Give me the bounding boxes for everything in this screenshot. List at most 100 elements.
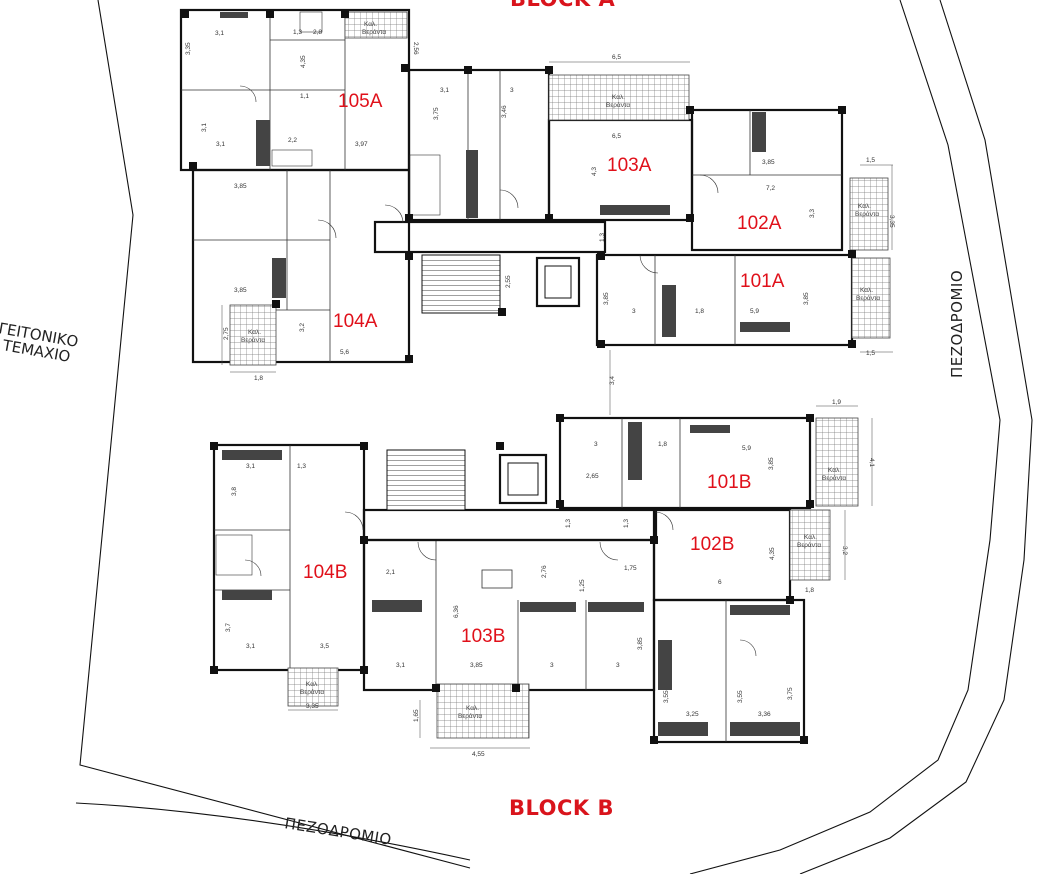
unit-102a-outline [690,108,844,252]
block-b-title: BLOCK B [509,796,614,820]
dim-label: 2,75 [223,327,230,340]
dim-label: 3,46 [501,105,508,118]
dim-label: 2,76 [541,565,548,578]
veranda-105a [344,11,408,39]
dim-label: 1,5 [866,350,875,357]
unit-104a-outline [191,168,411,364]
block-b-building [210,414,859,744]
dim-label: 3,55 [663,690,670,703]
unit-label-105a: 105A [338,91,383,112]
dim-label: 1,3 [297,463,306,470]
lift-a [535,256,581,308]
veranda-label: Βεράντα [606,101,630,109]
veranda-label: Βεράντα [362,28,386,36]
dim-label: 3,35 [185,42,192,55]
dim-label: 3,85 [603,292,610,305]
dim-label: 1,1 [300,93,309,100]
dim-label: 3 [616,662,620,669]
veranda-label: Καλ. [248,329,261,336]
dim-label: 3,97 [355,141,368,148]
dim-label: 3,85 [234,183,247,190]
unit-label-104b: 104B [303,562,347,583]
dimension-labels: 3,1 1,3 2,8 2,56 3,35 4,35 3,1 3,97 2,2 … [185,29,895,758]
veranda-103a [548,74,690,121]
dim-label: 3,85 [470,662,483,669]
corridor-a [373,220,607,254]
dim-label: 4,35 [300,55,307,68]
dim-label: 3 [510,87,514,94]
veranda-label: Βεράντα [855,210,879,218]
staircase-b [386,449,466,511]
dim-label: 5,6 [340,349,349,356]
veranda-labels: Καλ. Βεράντα Καλ. Βεράντα Καλ. Βεράντα Κ… [241,21,880,720]
dim-label: 5,9 [742,445,751,452]
unit-102b-bedrooms-outline [652,598,806,744]
street-label-right: ΠΕΖΟΔΡΟΜΙΟ [948,270,966,378]
dim-label: 1,8 [695,308,704,315]
dim-label: 3,1 [201,123,208,132]
unit-101a-outline [595,253,854,347]
dim-label: 3,1 [246,463,255,470]
unit-label-102b: 102B [690,534,734,555]
block-a-building [179,8,891,366]
unit-103b-outline [362,538,656,692]
dim-label: 3,2 [841,546,848,555]
veranda-label: Βεράντα [300,688,324,696]
dim-label: 1,9 [832,399,841,406]
dim-label: 3,1 [246,643,255,650]
unit-label-103b: 103B [461,626,505,647]
dim-label: 4,1 [868,458,875,467]
dim-label: 3,1 [216,141,225,148]
dim-label: 3,36 [758,711,771,718]
veranda-label: Καλ. [828,467,841,474]
dim-label: 1,75 [624,565,637,572]
veranda-label: Καλ. [858,203,871,210]
dim-label: 3,5 [320,643,329,650]
dim-label: 1,8 [805,587,814,594]
dim-label: 1,5 [866,157,875,164]
veranda-102a [849,177,889,251]
dim-label: 3,1 [440,87,449,94]
dim-label: 1,3 [623,519,630,528]
dim-label: 3,35 [306,703,319,710]
dim-label: 6 [718,579,722,586]
dim-label: 3,75 [433,107,440,120]
dim-label: 3,85 [762,159,775,166]
dim-label: 3,35 [888,215,895,228]
dim-label: 3,4 [609,376,616,385]
unit-labels: 105A 103A 102A 101A 104A 101B 102B 104B … [303,91,785,647]
dim-label: 6,36 [453,605,460,618]
dim-label: 3,7 [225,623,232,632]
veranda-101b [815,417,859,507]
unit-label-102a: 102A [737,213,782,234]
dim-label: 3 [550,662,554,669]
dim-label: 3 [594,441,598,448]
veranda-label: Βεράντα [822,474,846,482]
dim-label: 1,3 [599,233,606,242]
veranda-102b [789,509,831,581]
veranda-label: Βεράντα [458,712,482,720]
veranda-label: Βεράντα [797,541,821,549]
dim-label: 1,3 [293,29,302,36]
site-boundary [75,0,1033,874]
unit-label-101b: 101B [707,472,751,493]
dim-label: 4,35 [769,547,776,560]
veranda-103b [436,683,530,739]
dim-label: 4,55 [472,751,485,758]
veranda-101a [851,257,891,339]
dim-label: 2,55 [505,275,512,288]
lift-b [498,453,548,505]
dim-label: 3,75 [787,687,794,700]
dim-label: 3 [632,308,636,315]
dim-label: 6,5 [612,133,621,140]
dim-label: 2,8 [313,29,322,36]
veranda-label: Βεράντα [856,294,880,302]
dim-label: 3,85 [768,457,775,470]
corridor-b [362,508,658,542]
veranda-label: Καλ. [804,534,817,541]
veranda-label: Καλ. [612,94,625,101]
dim-label: 5,9 [750,308,759,315]
dim-label: 2,2 [288,137,297,144]
